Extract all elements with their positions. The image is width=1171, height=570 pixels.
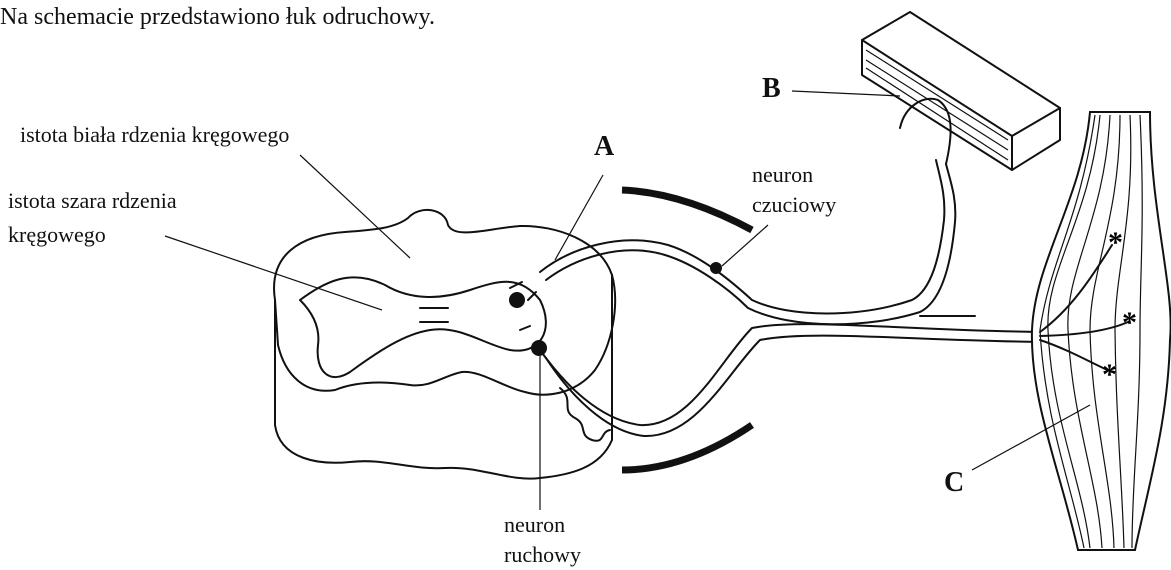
endplate-star-3: * — [1102, 358, 1117, 391]
leader-A — [555, 175, 603, 260]
label-A: A — [594, 134, 614, 160]
label-C: C — [944, 470, 964, 496]
label-B: B — [762, 76, 781, 102]
interneuron-body — [509, 292, 525, 308]
leader-sensory — [722, 225, 768, 266]
sensory-neuron-body — [710, 262, 722, 274]
sensory-neuron-label-line1: neuron — [752, 162, 813, 188]
endplate-star-2: * — [1122, 306, 1137, 339]
gray-matter-label-line1: istota szara rdzenia — [8, 188, 177, 214]
diagram-caption: Na schemacie przedstawiono łuk odruchowy… — [0, 4, 435, 30]
endplate-star-1: * — [1108, 226, 1123, 259]
motor-neuron-label-line1: neuron — [504, 512, 565, 538]
motor-neuron-body — [531, 340, 547, 356]
sensory-neuron-label-line2: czuciowy — [752, 192, 836, 218]
receptor-block — [862, 12, 1060, 170]
leader-white-matter — [300, 155, 410, 258]
white-matter-label: istota biała rdzenia kręgowego — [20, 122, 289, 148]
motor-neuron-label-line2: ruchowy — [504, 542, 581, 568]
gray-matter-label-line2: kręgowego — [8, 222, 106, 248]
spinal-cord — [274, 210, 615, 479]
leader-B — [792, 91, 900, 96]
leader-gray-matter — [165, 236, 382, 310]
